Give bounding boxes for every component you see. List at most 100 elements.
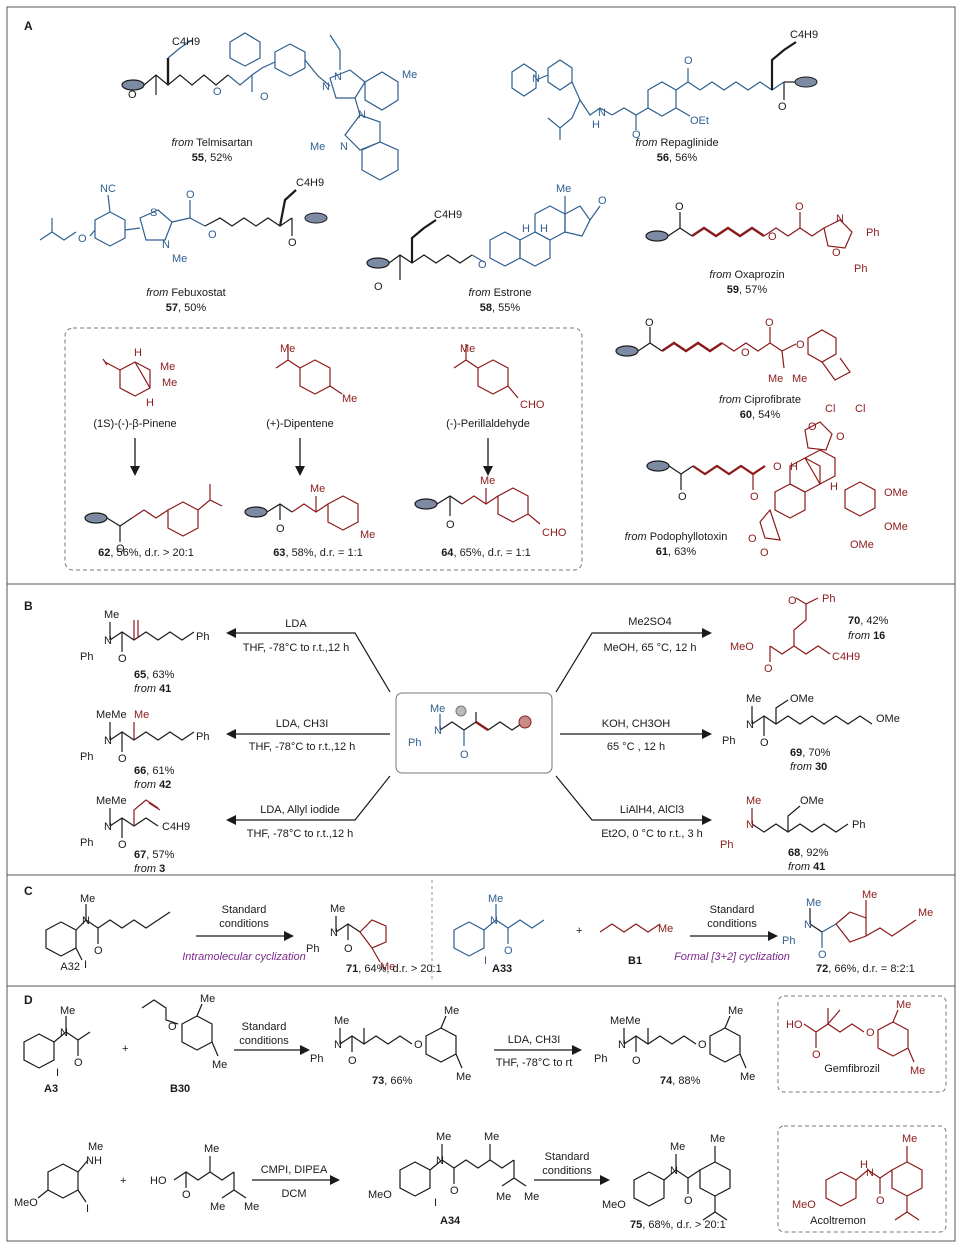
atom-o-74: O: [632, 1055, 641, 1067]
atom-h-61: H: [790, 461, 798, 473]
caption-70-yield: 70, 42%: [848, 615, 889, 627]
atom-ph-66: Ph: [80, 751, 93, 763]
atom-me2-71: Me: [380, 961, 395, 973]
atom-ome-68: OMe: [800, 795, 824, 807]
compound-58: [366, 196, 601, 280]
cond-c1-1: Standard: [222, 904, 267, 916]
atom-o-58: O: [374, 281, 383, 293]
cond-d1-1: Standard: [242, 1021, 287, 1033]
atom-o5-61: O: [836, 431, 845, 443]
caption-62: 62, 56%, d.r. > 20:1: [98, 547, 194, 559]
caption-74: 74, 88%: [660, 1075, 701, 1087]
chain-56: [770, 41, 797, 90]
atom-ph-71: Ph: [306, 943, 319, 955]
arrowhead-d1: [300, 1045, 310, 1055]
caption-61-yield: 61, 63%: [656, 546, 697, 558]
caption-58-source: from Estrone: [469, 287, 532, 299]
cond-69: 65 °C , 12 h: [607, 741, 665, 753]
reagent-69: KOH, CH3OH: [602, 718, 671, 730]
atom-me2-60: Me: [792, 373, 807, 385]
atom-o-60: O: [645, 317, 654, 329]
compound-55: [121, 32, 399, 181]
atom-cho-64: CHO: [542, 527, 567, 539]
atom-n-71: N: [330, 927, 338, 939]
atom-me3-73: Me: [456, 1071, 471, 1083]
compound-56: [511, 59, 785, 140]
atom-n-a33: N: [490, 915, 498, 927]
pinene: [102, 358, 151, 397]
caption-59-source: from Oxaprozin: [709, 269, 784, 281]
atom-ph-72: Ph: [782, 935, 795, 947]
atom-o-acol: O: [876, 1195, 885, 1207]
atom-c4h9-55: C4H9: [172, 36, 200, 48]
atom-nh-amine: NH: [86, 1155, 102, 1167]
panel-letter-b: B: [24, 599, 33, 613]
caption-60-yield: 60, 54%: [740, 409, 781, 421]
center-red-dot: [518, 715, 532, 729]
atom-me-68: Me: [746, 795, 761, 807]
center-substrate: [439, 712, 525, 746]
cond-d2-1: LDA, CH3I: [508, 1034, 561, 1046]
caption-66-yield: 66, 61%: [134, 765, 175, 777]
atom-c4h9-67: C4H9: [162, 821, 190, 833]
atom-n-55: N: [322, 81, 330, 93]
atom-me2-63: Me: [360, 529, 375, 541]
atom-o-56: O: [778, 101, 787, 113]
atom-o-a3: O: [74, 1057, 83, 1069]
atom-n-57: N: [162, 239, 170, 251]
arrow-b-68: [555, 775, 702, 821]
atom-ph-59: Ph: [866, 227, 879, 239]
atom-o-64: O: [446, 519, 455, 531]
arrowhead-b-67: [226, 815, 236, 825]
atom-ho-gem: HO: [786, 1019, 803, 1031]
cond-d3-2: DCM: [281, 1188, 306, 1200]
caption-61-source: from Podophyllotoxin: [625, 531, 728, 543]
atom-me-a32: Me: [80, 893, 95, 905]
atom-me2-gem: Me: [910, 1065, 925, 1077]
atom-i-a34: I: [434, 1197, 437, 1209]
panel-letter-c: C: [24, 884, 33, 898]
atom-n4-55: N: [358, 109, 366, 121]
caption-70-from: from 16: [848, 630, 885, 642]
cond-c2-1: Standard: [710, 904, 755, 916]
atom-me-center: Me: [430, 703, 445, 715]
atom-n-56: N: [532, 73, 540, 85]
atom-nc-57: NC: [100, 183, 116, 195]
plus-d2: +: [120, 1175, 126, 1187]
reagent-66: LDA, CH3I: [276, 718, 329, 730]
atom-cl2-60: Cl: [855, 403, 865, 415]
perillaldehyde: [453, 344, 519, 399]
atom-o-65: O: [118, 653, 127, 665]
cond-67: THF, -78°C to r.t.,12 h: [247, 828, 354, 840]
compound-63: [244, 495, 359, 531]
atom-me-75: Me: [670, 1141, 685, 1153]
atom-n-center: N: [434, 725, 442, 737]
atom-me-73: Me: [334, 1015, 349, 1027]
compound-b30: [141, 999, 219, 1057]
atom-me-a34: Me: [436, 1131, 451, 1143]
atom-ome-69: OMe: [790, 693, 814, 705]
atom-ph-70: Ph: [822, 593, 835, 605]
atom-me2-73: Me: [444, 1005, 459, 1017]
atom-ome3-61: OMe: [850, 539, 874, 551]
atom-ho-acid: HO: [150, 1175, 167, 1187]
compound-amine: [37, 1159, 89, 1203]
atom-o2-58: O: [478, 259, 487, 271]
arrowhead-d4: [600, 1175, 610, 1185]
atom-n-a34: N: [436, 1155, 444, 1167]
atom-me2-dipentene: Me: [342, 393, 357, 405]
label-a3: A3: [44, 1083, 58, 1095]
terpene-box: [64, 327, 583, 571]
atom-o2-74: O: [698, 1039, 707, 1051]
compound-57: [39, 194, 206, 247]
atom-h-pinene: H: [134, 347, 142, 359]
atom-n3-55: N: [340, 141, 348, 153]
compound-70: [769, 597, 831, 662]
fragment-oval-57: [304, 212, 328, 224]
caption-67-from: from 3: [134, 863, 165, 875]
compound-66: [109, 722, 195, 752]
atom-me3-72: Me: [918, 907, 933, 919]
panel-c-frame: [6, 874, 956, 987]
atom-me2-75: Me: [710, 1133, 725, 1145]
atom-i-a33: I: [484, 955, 487, 967]
